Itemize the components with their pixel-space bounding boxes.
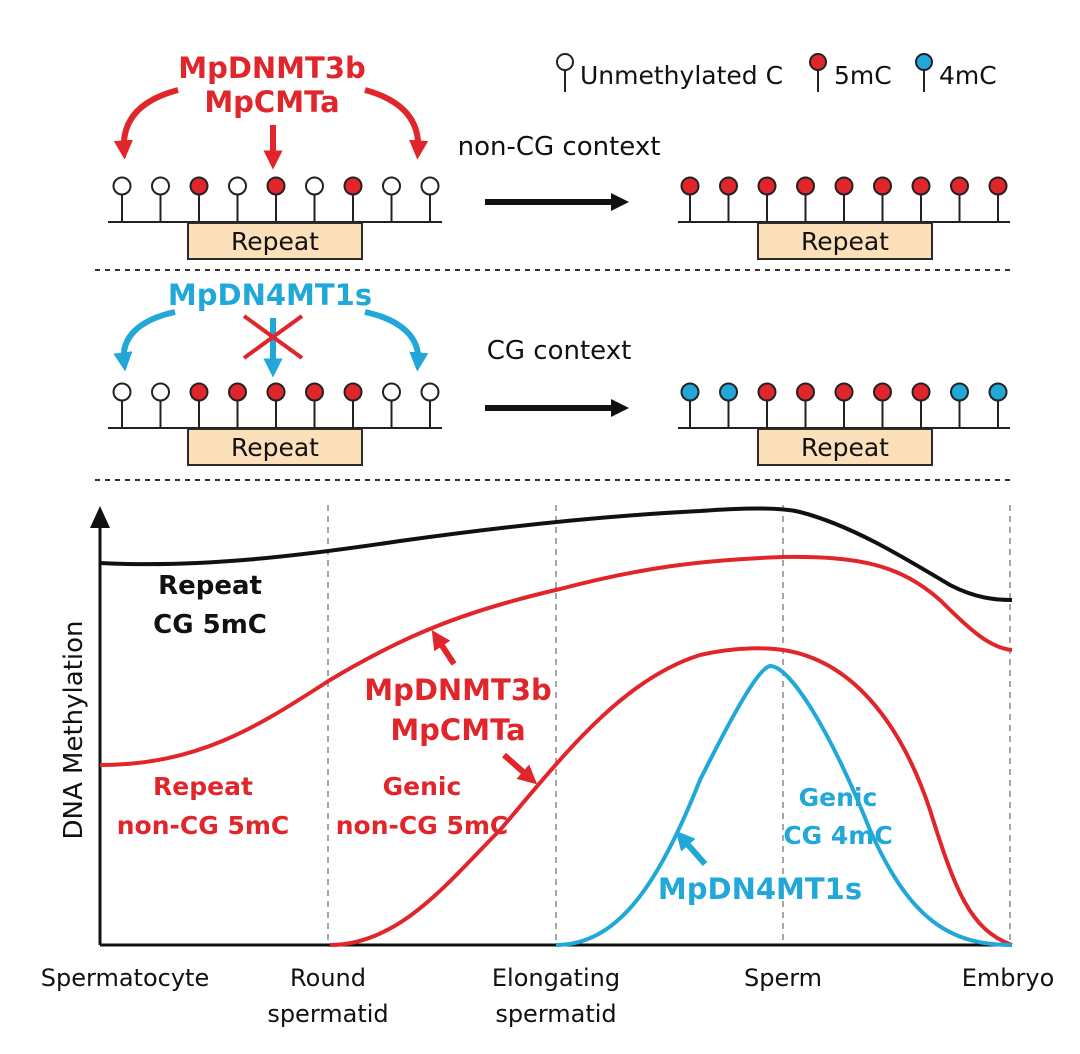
5mc-site-icon bbox=[305, 382, 324, 428]
series-repeat-noncg-5mc-line bbox=[99, 554, 1013, 767]
panel1-repeat-label-left: Repeat bbox=[231, 227, 319, 256]
label-genic-cg-line1: Genic bbox=[799, 783, 878, 812]
5mc-site-icon bbox=[911, 176, 931, 222]
5mc-site-icon bbox=[873, 176, 892, 222]
unmethylated-site-icon bbox=[382, 382, 401, 428]
5mc-site-icon bbox=[266, 176, 286, 222]
five-mc-icon bbox=[809, 53, 827, 92]
panel1-enzyme-line1: MpDNMT3b bbox=[178, 51, 366, 85]
panel2-repeat-box-left bbox=[187, 428, 363, 466]
5mc-site-icon bbox=[834, 382, 854, 428]
5mc-site-icon bbox=[189, 382, 209, 428]
chart-red-arrow-up bbox=[431, 629, 457, 666]
label-repeat-noncg-line1: Repeat bbox=[153, 772, 253, 801]
5mc-site-icon bbox=[343, 176, 363, 222]
series-genic-noncg-5mc-line bbox=[329, 646, 1013, 947]
panel2-context-label: CG context bbox=[487, 336, 632, 366]
chart-enzyme-red-line2: MpCMTa bbox=[390, 713, 525, 747]
chart-enzyme-red-line1: MpDNMT3b bbox=[364, 673, 552, 707]
panel1-context-label: non-CG context bbox=[458, 132, 661, 162]
5mc-site-icon bbox=[873, 382, 892, 428]
panel2-after-dna: Repeat bbox=[678, 382, 1010, 466]
4mc-site-icon bbox=[988, 382, 1008, 428]
5mc-site-icon bbox=[757, 382, 777, 428]
panel2-enzyme-label: MpDN4MT1s bbox=[168, 278, 372, 312]
unmethylated-site-icon bbox=[420, 176, 440, 222]
5mc-site-icon bbox=[796, 176, 815, 222]
panel1-after-dna: Repeat bbox=[678, 176, 1010, 260]
panel1-right-curved-arrow bbox=[364, 87, 429, 160]
unmethylated-site-icon bbox=[382, 176, 401, 222]
5mc-site-icon bbox=[343, 382, 363, 428]
panel-cg: MpDN4MT1s Repeat CG context Repeat bbox=[108, 278, 1010, 466]
chart-enzyme-blue: MpDN4MT1s bbox=[658, 872, 862, 906]
5mc-site-icon bbox=[796, 382, 815, 428]
unmethylated-site-icon bbox=[151, 176, 170, 222]
panel2-repeat-label-left: Repeat bbox=[231, 433, 319, 462]
5mc-site-icon bbox=[719, 176, 738, 222]
stage-label: Elongating bbox=[492, 964, 620, 992]
panel1-enzyme-line2: MpCMTa bbox=[204, 85, 339, 119]
5mc-site-icon bbox=[228, 382, 247, 428]
5mc-site-icon bbox=[757, 176, 777, 222]
5mc-site-icon bbox=[988, 176, 1008, 222]
label-genic-cg-line2: CG 4mC bbox=[783, 821, 892, 850]
label-genic-noncg-line2: non-CG 5mC bbox=[336, 811, 509, 840]
panel1-before-dna: Repeat bbox=[108, 176, 442, 260]
unmethylated-site-icon bbox=[112, 382, 132, 428]
stage-label-line2: spermatid bbox=[267, 1000, 388, 1028]
series-genic-cg-4mc-line bbox=[555, 663, 1013, 947]
panel1-repeat-label-right: Repeat bbox=[801, 227, 889, 256]
5mc-site-icon bbox=[911, 382, 931, 428]
chart-blue-arrow bbox=[675, 830, 708, 866]
5mc-site-icon bbox=[834, 176, 854, 222]
stage-labels: Spermatocyte Round spermatid Elongating sper… bbox=[41, 964, 1054, 1028]
unmethylated-c-icon bbox=[556, 53, 574, 92]
y-axis-arrowhead bbox=[90, 506, 110, 528]
unmethylated-site-icon bbox=[112, 176, 132, 222]
stage-label: Spermatocyte bbox=[41, 964, 209, 992]
5mc-site-icon bbox=[950, 176, 969, 222]
panel2-left-curved-arrow bbox=[113, 309, 176, 372]
panel-non-cg: MpDNMT3b MpCMTa Repeat non-CG context Re… bbox=[108, 51, 1010, 260]
stage-label-line2: spermatid bbox=[495, 1000, 616, 1028]
blocked-cross-icon bbox=[242, 314, 304, 360]
legend-5mc-label: 5mC bbox=[834, 61, 892, 90]
legend: Unmethylated C 5mC 4mC bbox=[556, 53, 997, 92]
label-repeat-cg-line2: CG 5mC bbox=[153, 610, 267, 640]
5mc-site-icon bbox=[189, 176, 209, 222]
series-repeat-cg-5mc-line bbox=[99, 506, 1013, 602]
panel1-repeat-box-left bbox=[187, 222, 363, 260]
panel1-repeat-box-right bbox=[757, 222, 933, 260]
label-repeat-noncg-line2: non-CG 5mC bbox=[117, 811, 290, 840]
label-genic-noncg-line1: Genic bbox=[383, 772, 462, 801]
stage-label: Embryo bbox=[962, 964, 1055, 992]
panel2-right-curved-arrow bbox=[364, 309, 429, 372]
4mc-site-icon bbox=[950, 382, 969, 428]
chart-red-arrow-down bbox=[502, 752, 538, 785]
4mc-site-icon bbox=[680, 382, 700, 428]
panel1-left-curved-arrow bbox=[113, 87, 179, 160]
label-repeat-cg-line1: Repeat bbox=[158, 571, 262, 601]
y-axis-label: DNA Methylation bbox=[59, 621, 89, 840]
unmethylated-site-icon bbox=[228, 176, 247, 222]
legend-unmethylated-label: Unmethylated C bbox=[580, 61, 783, 90]
unmethylated-site-icon bbox=[305, 176, 324, 222]
5mc-site-icon bbox=[266, 382, 286, 428]
stage-gridlines bbox=[327, 505, 1011, 945]
legend-4mc-label: 4mC bbox=[939, 61, 997, 90]
panel2-before-dna: Repeat bbox=[108, 382, 442, 466]
four-mc-icon bbox=[915, 53, 933, 92]
panel2-repeat-label-right: Repeat bbox=[801, 433, 889, 462]
panel2-repeat-box-right bbox=[757, 428, 933, 466]
unmethylated-site-icon bbox=[151, 382, 170, 428]
stage-label: Round bbox=[290, 964, 366, 992]
5mc-site-icon bbox=[680, 176, 700, 222]
4mc-site-icon bbox=[719, 382, 738, 428]
unmethylated-site-icon bbox=[420, 382, 440, 428]
stage-label: Sperm bbox=[744, 964, 822, 992]
methylation-chart: DNA Methylation Repeat CG 5mC Repeat non… bbox=[41, 505, 1054, 1028]
